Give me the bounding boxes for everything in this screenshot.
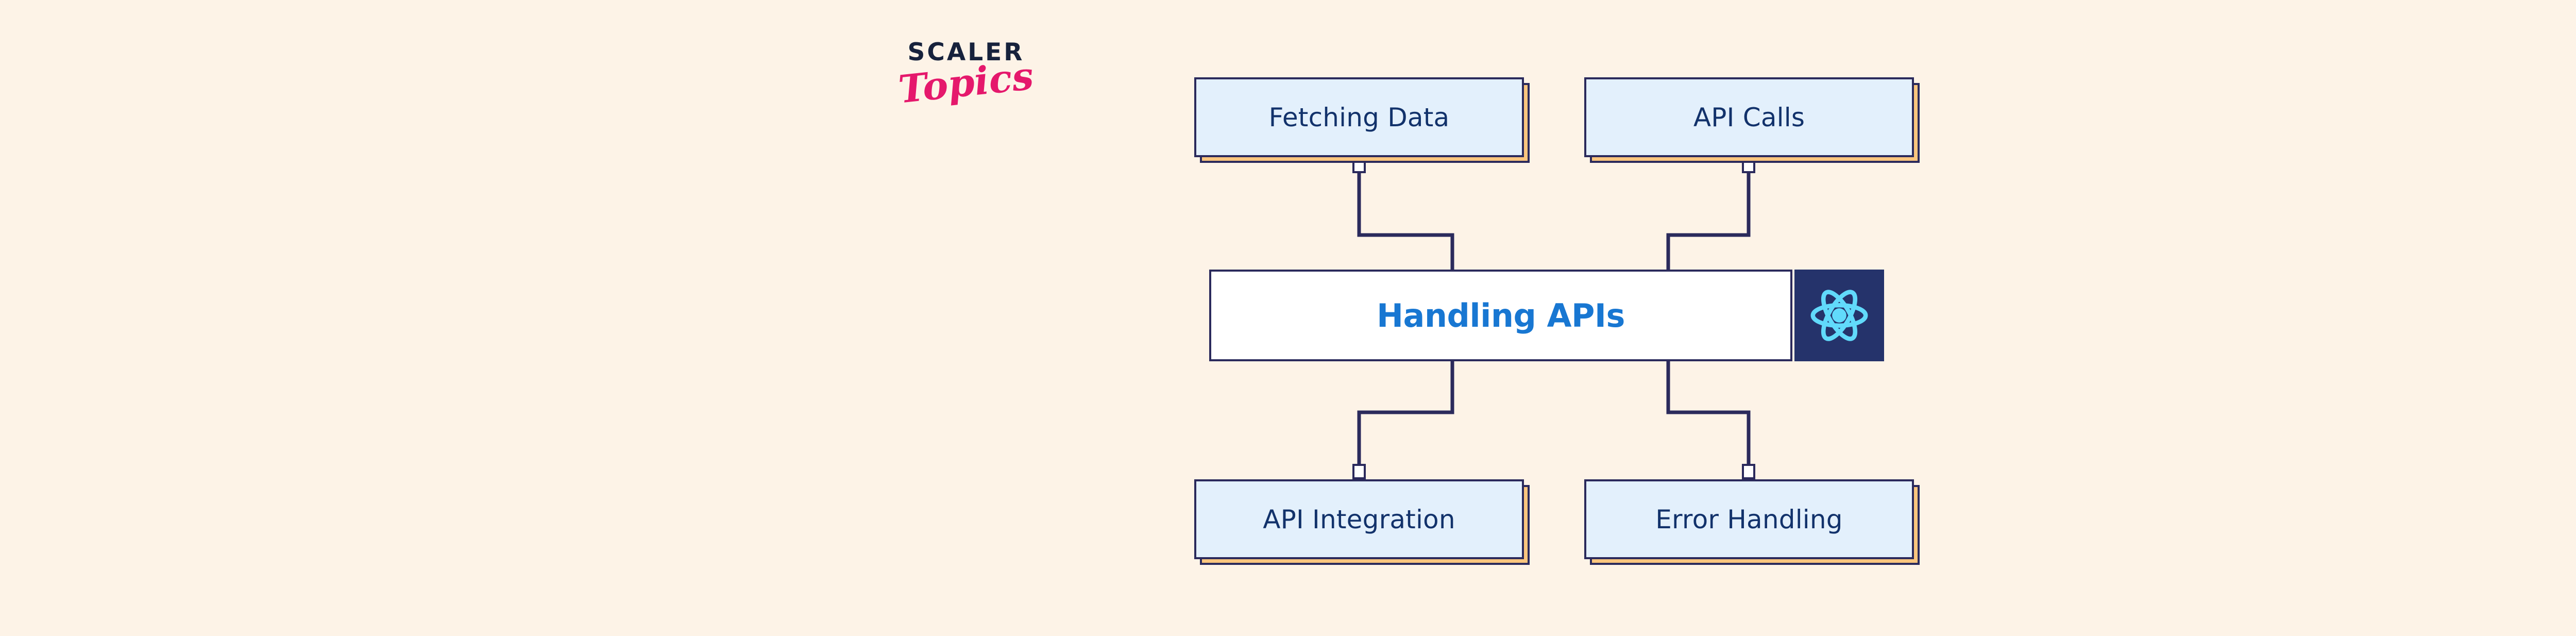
node-fetching-data[interactable]: Fetching Data <box>1194 77 1530 163</box>
node-label: Error Handling <box>1655 504 1843 534</box>
node-error-handling[interactable]: Error Handling <box>1584 479 1920 565</box>
node-handling-apis[interactable]: Handling APIs <box>1209 270 1792 361</box>
node-face: Error Handling <box>1584 479 1914 559</box>
node-label: API Calls <box>1693 102 1805 132</box>
node-face: Fetching Data <box>1194 77 1524 157</box>
scaler-topics-logo: SCALER Topics <box>878 40 1054 138</box>
node-face: API Integration <box>1194 479 1524 559</box>
node-face: API Calls <box>1584 77 1914 157</box>
node-api-integration[interactable]: API Integration <box>1194 479 1530 565</box>
connector-port-api-integration <box>1352 464 1366 479</box>
center-node-label: Handling APIs <box>1377 296 1625 334</box>
react-logo-icon <box>1794 270 1884 361</box>
connector-port-error-handling <box>1742 464 1755 479</box>
node-label: API Integration <box>1263 504 1455 534</box>
node-api-calls[interactable]: API Calls <box>1584 77 1920 163</box>
brand-wordmark: SCALER <box>907 38 1025 66</box>
node-label: Fetching Data <box>1268 102 1450 132</box>
